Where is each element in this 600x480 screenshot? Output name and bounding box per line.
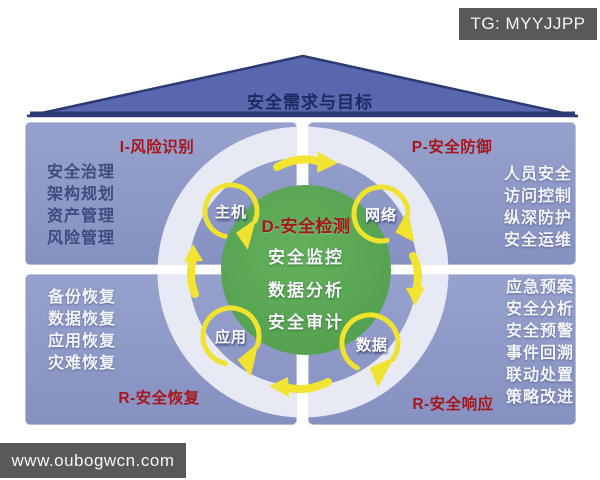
list-item: 架构规划 — [47, 186, 116, 203]
quadrant-bl-items: 备份恢复 数据恢复 应用恢复 灾难恢复 — [48, 287, 116, 375]
loop-label-data: 数据 — [355, 337, 388, 354]
list-item: 应急预案 — [506, 279, 575, 296]
list-item: 策略改进 — [506, 389, 575, 406]
list-item: 人员安全 — [504, 166, 573, 183]
quadrant-br-title: R-安全响应 — [412, 396, 494, 413]
quadrant-tl-items: 安全治理 架构规划 资产管理 风险管理 — [47, 162, 115, 250]
ring-arrow-bottom-icon — [269, 377, 332, 397]
loop-label-application: 应用 — [214, 329, 247, 346]
ring-arrow-left-icon — [184, 244, 203, 298]
core-item-audit: 安全审计 — [268, 313, 344, 332]
list-item: 纵深防护 — [504, 210, 573, 227]
roof-title: 安全需求与目标 — [247, 93, 373, 112]
list-item: 访问控制 — [504, 188, 573, 205]
list-item: 安全治理 — [47, 164, 116, 181]
loop-arrow-network-icon — [351, 184, 415, 244]
core-item-monitoring: 安全监控 — [268, 248, 344, 267]
list-item: 备份恢复 — [48, 289, 117, 306]
list-item: 事件回溯 — [506, 345, 575, 362]
list-item: 数据恢复 — [48, 311, 117, 328]
list-item: 应用恢复 — [48, 333, 117, 350]
list-item: 风险管理 — [47, 230, 116, 247]
loop-arrow-application-icon — [200, 305, 262, 377]
quadrant-tl-title: I-风险识别 — [119, 139, 195, 156]
list-item: 安全分析 — [506, 301, 575, 318]
list-item: 资产管理 — [47, 208, 116, 225]
loop-arrow-data-icon — [339, 312, 401, 388]
list-item: 安全运维 — [504, 232, 573, 249]
core-title: D-安全检测 — [261, 217, 351, 236]
list-item: 联动处置 — [506, 367, 575, 384]
list-item: 灾难恢复 — [48, 355, 117, 372]
ring-arrow-right-icon — [406, 252, 425, 306]
quadrant-tr-title: P-安全防御 — [411, 139, 493, 156]
list-item: 安全预警 — [506, 323, 575, 340]
loop-label-host: 主机 — [214, 204, 247, 221]
watermark-bar: www.oubogwcn.com — [0, 443, 186, 478]
quadrant-bl-title: R-安全恢复 — [118, 390, 200, 407]
loop-label-network: 网络 — [364, 207, 397, 224]
ring-arrow-top-icon — [273, 152, 338, 173]
quadrant-br-items: 应急预案 安全分析 安全预警 事件回溯 联动处置 策略改进 — [506, 277, 574, 409]
tg-badge: TG: MYYJJPP — [459, 8, 597, 40]
loop-arrow-host-icon — [202, 182, 260, 250]
quadrant-tr-items: 人员安全 访问控制 纵深防护 安全运维 — [504, 164, 572, 252]
core-item-analysis: 数据分析 — [268, 281, 344, 300]
core-detection-circle — [221, 185, 391, 355]
